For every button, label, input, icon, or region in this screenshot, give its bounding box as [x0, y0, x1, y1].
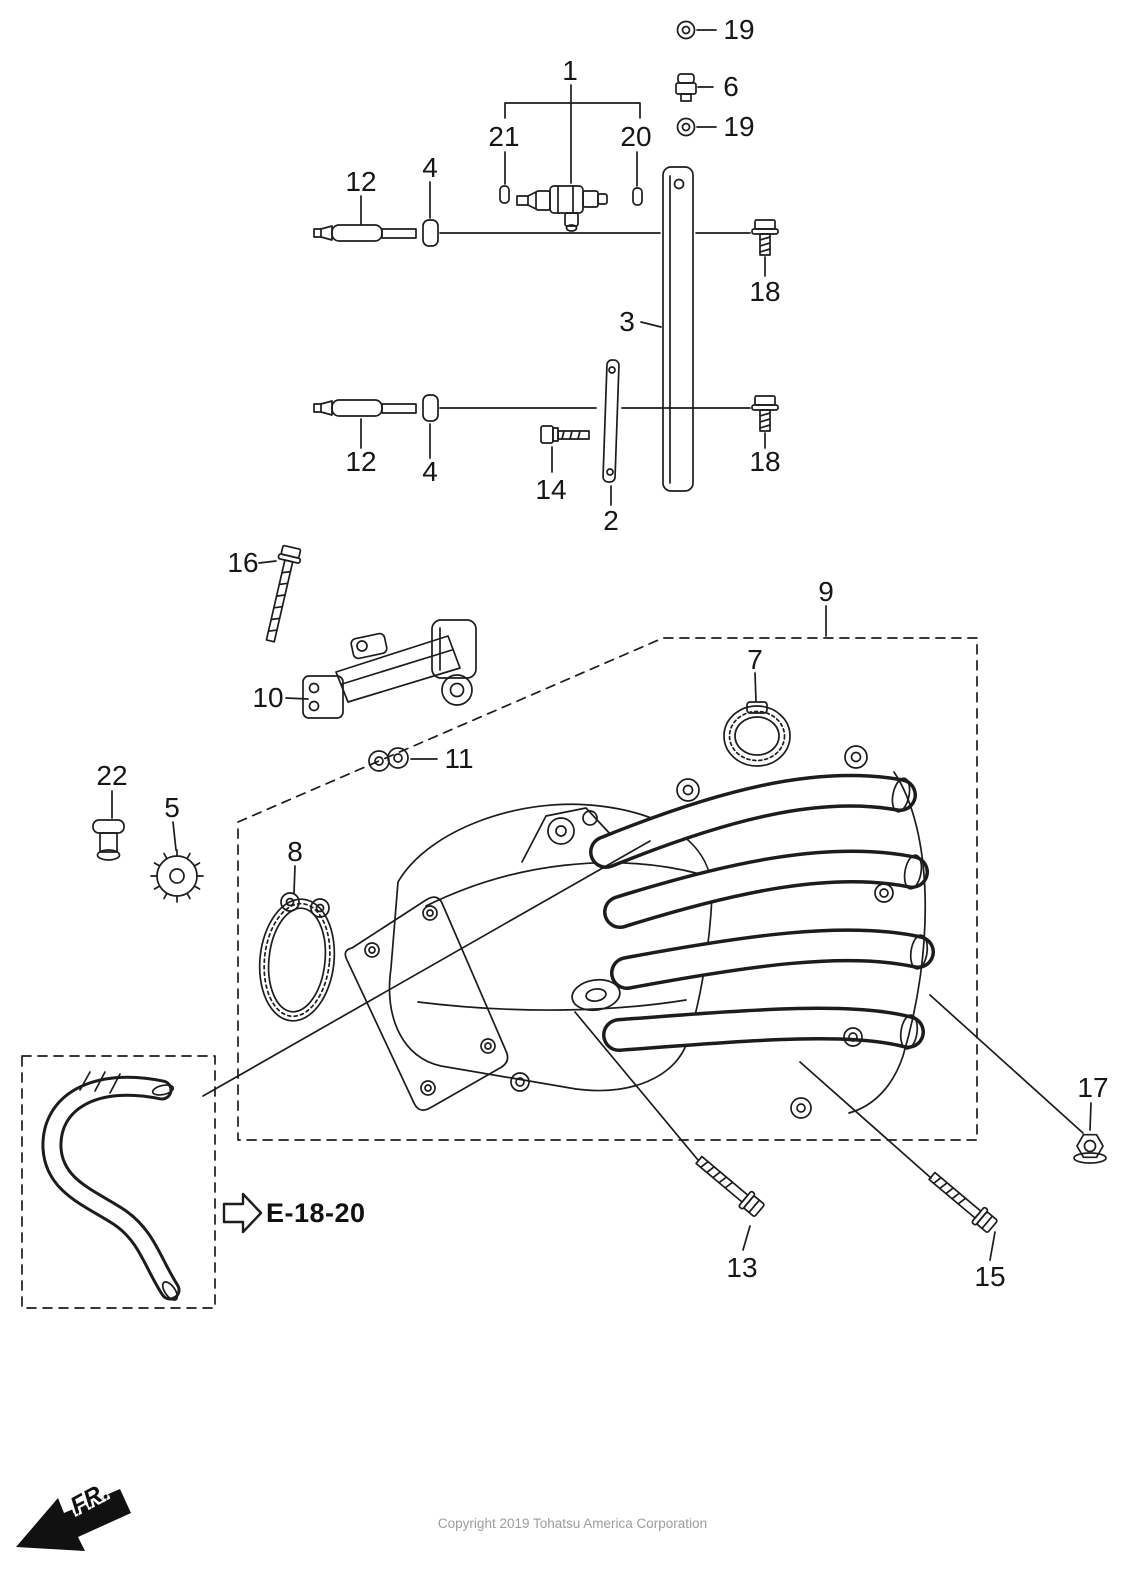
grommet-22-drawing [92, 790, 125, 861]
bracket-2-drawing [602, 359, 620, 506]
washer-19-top-drawing [676, 20, 717, 40]
bolt-15-drawing [928, 1171, 998, 1233]
manifold-dashed-region [237, 637, 978, 1141]
bolt-13-drawing [695, 1155, 765, 1217]
pin-20-drawing [632, 187, 643, 206]
hose-dashed-region [21, 1055, 216, 1309]
bolt-18-bottom-drawing [751, 395, 779, 449]
intake-manifold-drawing [344, 745, 935, 1119]
part-4-bottom-drawing [422, 394, 439, 459]
copyright-text: Copyright 2019 Tohatsu America Corporati… [437, 1516, 708, 1531]
reference-arrow-icon [222, 1192, 263, 1234]
pin-21-drawing [499, 185, 510, 204]
leader-lines [202, 840, 1092, 1261]
linkage-10-drawing [285, 619, 477, 719]
part-6-drawing [675, 73, 714, 102]
gasket-8-drawing [258, 865, 336, 1022]
fr-arrow-icon [16, 1489, 131, 1551]
fuel-injector-drawing [516, 185, 608, 232]
bolt-16-drawing [258, 544, 302, 643]
hose-drawing [41, 1071, 181, 1301]
clip-11-drawing [368, 747, 438, 772]
fuel-rail-drawing [640, 166, 694, 492]
washer-19-bottom-drawing [676, 117, 717, 137]
clamp-7-drawing [723, 672, 791, 767]
fitting-12-top-drawing [313, 195, 417, 242]
gear-5-drawing [150, 821, 204, 903]
nut-17-drawing [1073, 1133, 1107, 1164]
callout-1-bracket [504, 84, 641, 187]
bolt-14-drawing [540, 425, 590, 473]
bolt-18-top-drawing [751, 219, 779, 277]
reference-label: E-18-20 [266, 1198, 366, 1228]
fitting-12-bottom-drawing [313, 399, 417, 449]
part-4-top-drawing [422, 181, 439, 247]
